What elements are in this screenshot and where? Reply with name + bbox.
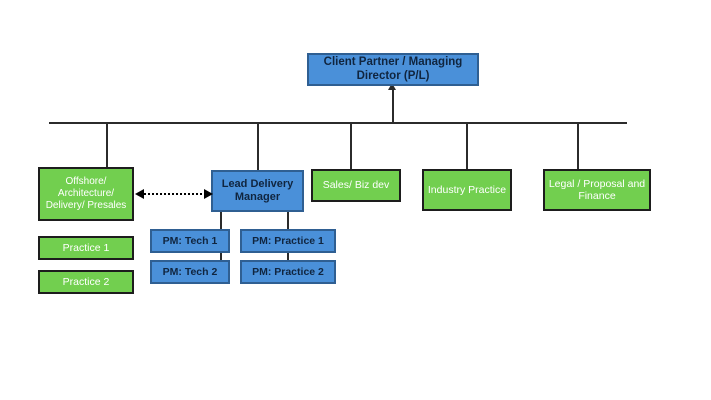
node-practice-1-label: Practice 1 xyxy=(62,241,110,254)
node-pm-practice-2-label: PM: Practice 2 xyxy=(252,265,324,278)
node-lead-delivery-manager[interactable]: Lead Delivery Manager xyxy=(211,170,304,212)
node-pm-practice-1-label: PM: Practice 1 xyxy=(252,234,324,247)
connector-pm-tech-1-to-2 xyxy=(220,252,222,262)
connector-ldm-to-pm-tech xyxy=(220,212,222,230)
connector-bus-to-client-partner xyxy=(392,89,394,123)
node-sales-biz-dev-label: Sales/ Biz dev xyxy=(322,179,390,192)
node-sales-biz-dev[interactable]: Sales/ Biz dev xyxy=(311,169,401,202)
node-pm-tech-1-label: PM: Tech 1 xyxy=(162,234,218,247)
connector-pm-practice-1-to-2 xyxy=(287,252,289,262)
node-pm-practice-2[interactable]: PM: Practice 2 xyxy=(240,260,336,284)
node-pm-practice-1[interactable]: PM: Practice 1 xyxy=(240,229,336,253)
arrow-right-icon xyxy=(204,189,213,199)
node-practice-1[interactable]: Practice 1 xyxy=(38,236,134,260)
connector-ldm-to-pm-practice xyxy=(287,212,289,230)
node-pm-tech-1[interactable]: PM: Tech 1 xyxy=(150,229,230,253)
node-client-partner-label: Client Partner / Managing Director (P/L) xyxy=(323,55,463,82)
connector-bus-horizontal xyxy=(49,122,627,124)
arrow-up-icon xyxy=(388,83,396,90)
node-industry-practice[interactable]: Industry Practice xyxy=(422,169,512,211)
node-pm-tech-2[interactable]: PM: Tech 2 xyxy=(150,260,230,284)
node-offshore-label: Offshore/ Architecture/ Delivery/ Presal… xyxy=(45,176,127,211)
connector-bus-to-legal-proposal xyxy=(577,122,579,169)
link-offshore-lead-delivery-manager xyxy=(144,193,206,195)
node-practice-2-label: Practice 2 xyxy=(62,275,110,288)
node-legal-proposal-finance[interactable]: Legal / Proposal and Finance xyxy=(543,169,651,211)
connector-bus-to-sales xyxy=(350,122,352,169)
node-client-partner[interactable]: Client Partner / Managing Director (P/L) xyxy=(307,53,479,86)
connector-bus-to-offshore xyxy=(106,122,108,167)
connector-bus-to-industry-practice xyxy=(466,122,468,169)
node-industry-practice-label: Industry Practice xyxy=(427,183,507,196)
node-pm-tech-2-label: PM: Tech 2 xyxy=(162,265,218,278)
arrow-left-icon xyxy=(135,189,144,199)
node-legal-proposal-finance-label: Legal / Proposal and Finance xyxy=(548,177,646,202)
node-offshore-architecture-delivery-presales[interactable]: Offshore/ Architecture/ Delivery/ Presal… xyxy=(38,167,134,221)
connector-bus-to-lead-delivery-manager xyxy=(257,122,259,170)
node-practice-2[interactable]: Practice 2 xyxy=(38,270,134,294)
node-lead-delivery-manager-label: Lead Delivery Manager xyxy=(221,178,294,203)
